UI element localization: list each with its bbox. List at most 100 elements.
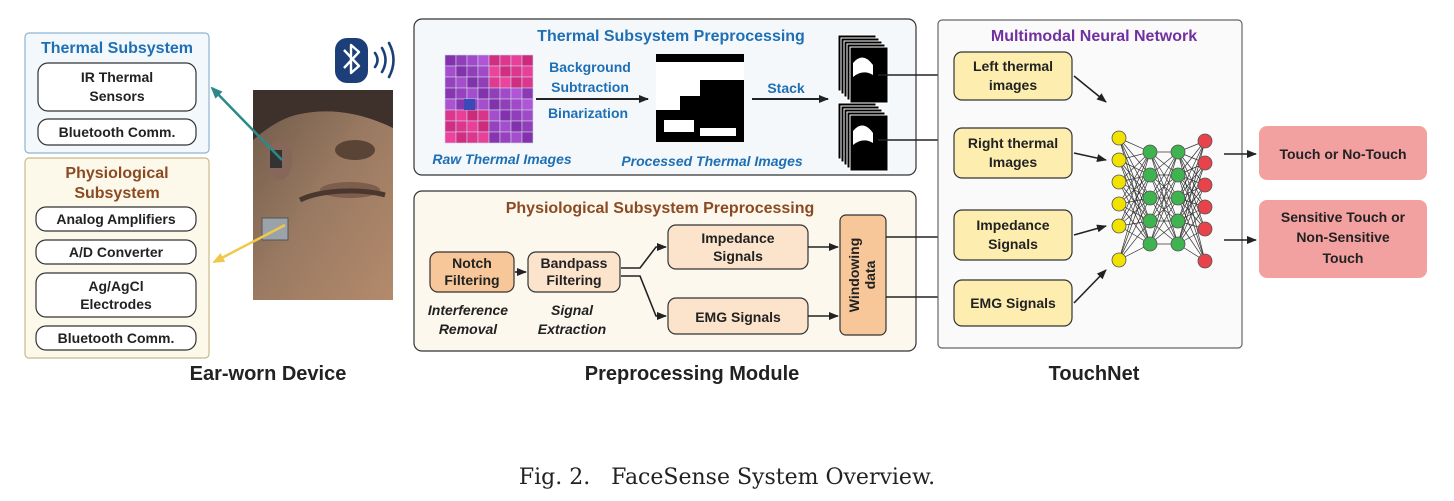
right-thermal-label-2: Images: [989, 154, 1037, 170]
physio-subsystem-title-1: Physiological: [65, 165, 168, 182]
sensitive-output-box: [1259, 200, 1427, 278]
thermal-pixel: [488, 98, 501, 111]
nn-edge: [1118, 174, 1151, 261]
notch-label-2: Filtering: [444, 272, 499, 288]
nn-node: [1142, 213, 1158, 229]
interference-caption-2: Removal: [439, 321, 498, 337]
thermal-pixel: [521, 109, 534, 122]
nn-edge: [1118, 181, 1151, 222]
stacked-images-top: [837, 34, 889, 104]
nn-node: [1197, 177, 1213, 193]
nn-edge: [1149, 151, 1179, 199]
thermal-pixel: [499, 65, 512, 78]
nn-node: [1111, 196, 1127, 212]
right-thermal-label-1: Right thermal: [968, 135, 1058, 151]
thermal-pixel: [466, 87, 479, 100]
thermal-pixel: [444, 120, 457, 133]
preprocessing-module: Thermal Subsystem Preprocessing Raw Ther…: [413, 18, 917, 385]
nn-edge: [1118, 159, 1151, 222]
raw-thermal-label: Raw Thermal Images: [432, 151, 571, 167]
nn-node: [1197, 253, 1213, 269]
bandpass-to-emg-arrow: [621, 275, 667, 320]
thermal-pixel: [510, 65, 523, 78]
thermal-pixel: [499, 76, 512, 89]
processed-thermal-image: [656, 54, 744, 142]
thermal-pixel: [477, 131, 490, 144]
bandpass-filtering-box: [527, 251, 621, 293]
thermal-pixel: [455, 76, 468, 89]
thermal-pixel: [521, 65, 534, 78]
nn-node: [1111, 252, 1127, 268]
binarization-label: Binarization: [548, 105, 628, 121]
nn-edge: [1118, 137, 1151, 199]
emg-input-box: [953, 279, 1073, 327]
right-thermal-input-box: [953, 127, 1073, 179]
thermal-pixel: [499, 54, 512, 67]
nn-node: [1197, 155, 1213, 171]
impedance-label-2: Signals: [713, 248, 763, 264]
thermal-pixel: [521, 87, 534, 100]
thermal-pixel: [466, 120, 479, 133]
thermal-pixel: [444, 76, 457, 89]
sensitive-output-label-3: Touch: [1323, 250, 1364, 266]
thermal-pixel: [466, 65, 479, 78]
notch-filtering-box: [429, 251, 515, 293]
thermal-pixel: [499, 120, 512, 133]
nn-node: [1170, 236, 1186, 252]
nn-edge: [1118, 197, 1151, 261]
figure-caption: Fig. 2. FaceSense System Overview.: [519, 465, 935, 490]
nn-node: [1111, 218, 1127, 234]
nn-node: [1142, 167, 1158, 183]
nn-edge: [1177, 140, 1206, 222]
touch-output-label: Touch or No-Touch: [1279, 146, 1406, 162]
left-thermal-label-1: Left thermal: [973, 58, 1053, 74]
sensitive-output-label-2: Non-Sensitive: [1296, 229, 1390, 245]
bandpass-label-2: Filtering: [546, 272, 601, 288]
nn-edge: [1177, 162, 1206, 245]
thermal-pixel: [455, 120, 468, 133]
thermal-pixel: [510, 54, 523, 67]
thermal-pixel: [510, 131, 523, 144]
nn-edge: [1149, 151, 1179, 245]
thermal-pixel: [499, 98, 512, 111]
thermal-pixel: [477, 87, 490, 100]
raw-thermal-image: [444, 54, 534, 144]
thermal-pixel: [455, 109, 468, 122]
thermal-pixel: [466, 76, 479, 89]
nn-edge: [1118, 203, 1151, 245]
stack-frame-shape: [853, 125, 873, 145]
subtraction-label: Subtraction: [551, 79, 629, 95]
thermal-pixel: [521, 120, 534, 133]
nn-edge: [1149, 197, 1179, 245]
nn-node: [1197, 133, 1213, 149]
stack-frame-shape: [853, 57, 873, 77]
nn-edge: [1149, 174, 1179, 245]
touch-output-box: [1259, 126, 1427, 180]
wireless-signal-icon: [373, 41, 395, 79]
emg-input-label: EMG Signals: [970, 295, 1056, 311]
ad-converter-box: [35, 239, 197, 265]
physio-preprocessing-title: Physiological Subsystem Preprocessing: [506, 200, 815, 217]
thermal-pixel: [499, 109, 512, 122]
thermal-pixel: [477, 54, 490, 67]
nn-node: [1197, 199, 1213, 215]
thermal-pixel: [477, 76, 490, 89]
thermal-pixel: [477, 120, 490, 133]
thermal-pixel: [466, 131, 479, 144]
stack-frame: [849, 114, 889, 172]
windowing-label-1: Windowing: [846, 238, 862, 313]
electrodes-box: [35, 272, 197, 318]
signal-caption-2: Extraction: [538, 321, 606, 337]
yellow-arrow: [212, 223, 286, 264]
thermal-pixel: [444, 54, 457, 67]
left-thermal-input-box: [953, 51, 1073, 101]
left-thermal-label-2: images: [989, 77, 1037, 93]
background-label: Background: [549, 59, 631, 75]
thermal-pixel: [444, 98, 457, 111]
neural-network: [1111, 130, 1213, 269]
thermal-pixel: [521, 54, 534, 67]
thermal-pixel: [510, 120, 523, 133]
thermal-pixel: [488, 65, 501, 78]
input-to-network-arrows: [1073, 75, 1107, 304]
